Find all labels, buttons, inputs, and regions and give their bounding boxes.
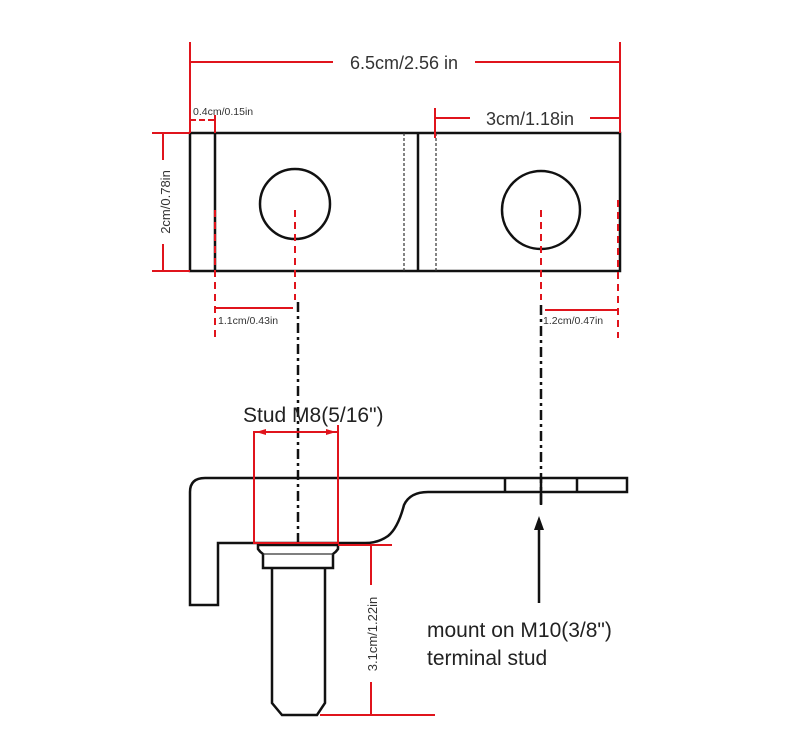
dim-height: 2cm/0.78in xyxy=(152,132,190,272)
stud-length-label: 3.1cm/1.22in xyxy=(365,597,380,671)
height-label: 2cm/0.78in xyxy=(158,170,173,234)
dim-right-section: 3cm/1.18in xyxy=(434,108,620,138)
dim-tab-width: 0.4cm/0.15in xyxy=(190,106,253,133)
mount-arrow xyxy=(534,516,544,603)
overall-length-label: 6.5cm/2.56 in xyxy=(350,53,458,73)
plate-top-view xyxy=(188,131,622,273)
bracket-side-view xyxy=(188,476,629,717)
nut xyxy=(256,543,340,570)
left-hole-offset-label: 1.1cm/0.43in xyxy=(218,315,278,327)
right-section-label: 3cm/1.18in xyxy=(486,109,574,129)
mount-label-line1: mount on M10(3/8") xyxy=(427,619,612,642)
tab-width-label: 0.4cm/0.15in xyxy=(193,106,253,118)
dim-stud-length: 3.1cm/1.22in xyxy=(320,544,435,716)
stud-label: Stud M8(5/16") xyxy=(243,404,384,427)
mount-label-line2: terminal stud xyxy=(427,647,547,670)
stud-shank xyxy=(270,568,327,717)
right-hole-offset-label: 1.2cm/0.47in xyxy=(543,315,603,327)
dim-overall-length: 6.5cm/2.56 in xyxy=(189,42,621,133)
dim-hole-offsets: 1.1cm/0.43in 1.2cm/0.47in xyxy=(214,200,619,338)
dim-stud-diameter xyxy=(253,425,339,544)
